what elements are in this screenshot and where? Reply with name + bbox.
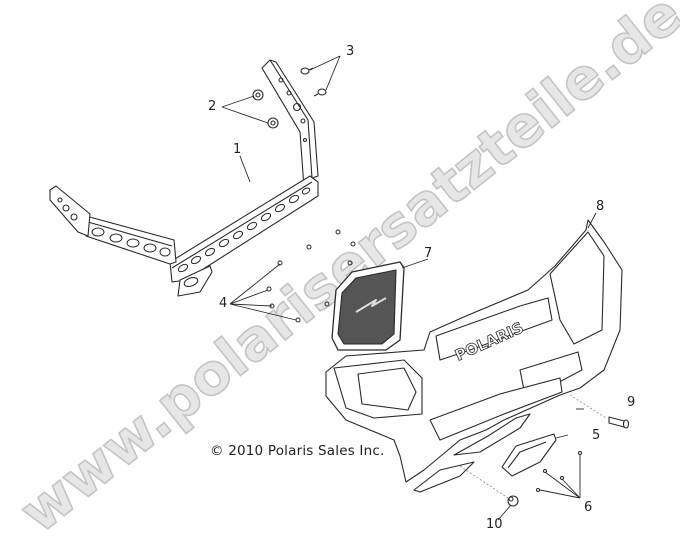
screw-part-6 <box>536 451 582 492</box>
skid-plate-part-5 <box>501 433 557 477</box>
callout-9: 9 <box>627 395 636 410</box>
dashed-alignment-lines <box>459 394 607 499</box>
callout-1: 1 <box>233 142 242 157</box>
callout-7: 7 <box>424 246 433 261</box>
callout-8: 8 <box>596 199 605 214</box>
brush-guard-bracket <box>49 59 319 297</box>
callout-6: 6 <box>584 500 593 515</box>
callout-3: 3 <box>346 44 355 59</box>
callout-2: 2 <box>208 99 217 114</box>
callout-4: 4 <box>219 296 228 311</box>
callout-5: 5 <box>592 428 601 443</box>
grille-part-7 <box>331 261 405 351</box>
callout-10: 10 <box>486 517 503 532</box>
front-bumper-fascia-part-8 <box>325 219 623 493</box>
bolt-part-10 <box>507 495 519 507</box>
bolt-part-9 <box>608 416 630 429</box>
nut-part-2 <box>252 89 279 129</box>
leader-lines <box>221 55 597 521</box>
bolt-part-3 <box>300 67 327 97</box>
copyright-notice: © 2010 Polaris Sales Inc. <box>210 443 385 459</box>
